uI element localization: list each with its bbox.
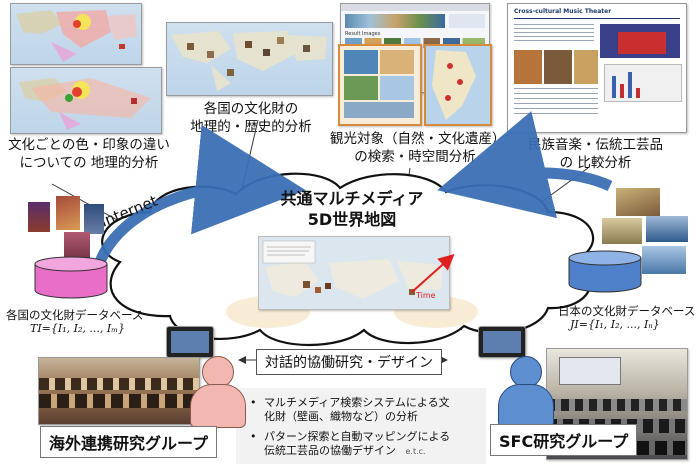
music-theater-title: Cross-cultural Music Theater <box>514 8 612 15</box>
artifact-photo-8 <box>642 246 686 274</box>
bullet-line: マルチメディア検索システムによる文 <box>264 396 450 409</box>
tourism-photo-panel <box>338 44 422 126</box>
world-map-figure <box>171 31 327 91</box>
caption-line: 文化ごとの色・印象の違い <box>8 137 170 153</box>
map-title: 共通マルチメディア 5D世界地図 <box>262 188 442 230</box>
sfc-group-label: SFC研究グループ <box>490 424 638 456</box>
overseas-group-label: 海外連携研究グループ <box>40 426 218 458</box>
bullet-line: 化財（壁画、織物など）の分析 <box>264 410 418 423</box>
db-right-formula: JI={I₁, I₂, ..., Iₙ} <box>570 318 660 331</box>
music-caption: 民族音楽・伝統工芸品 の 比較分析 <box>508 136 683 172</box>
db-left-formula: TI={I₁, I₂, ..., Iₘ} <box>30 322 125 335</box>
sfc-tablet-photo <box>478 326 526 358</box>
internet-arrow <box>94 124 306 265</box>
result-images-header: Result Images <box>345 31 381 37</box>
database-cylinder-right <box>568 250 642 293</box>
overseas-person-icon-head <box>202 356 234 388</box>
bullet-2: • パターン探索と自動マッピングによる 伝統工芸品の協働デザイン e.t.c. <box>250 430 450 459</box>
artifact-photo-5 <box>616 188 660 216</box>
artifact-photo-1 <box>28 202 50 232</box>
bullet-1: • マルチメディア検索システムによる文 化財（壁画、織物など）の分析 <box>250 396 450 424</box>
caption-line: についての 地理的分析 <box>19 155 159 171</box>
caption-line: の 比較分析 <box>559 155 632 171</box>
overseas-group-photo <box>38 357 200 425</box>
collab-title: 対話的協働研究・デザイン <box>256 349 442 375</box>
world-map-figure <box>19 78 151 130</box>
world-map-figure <box>16 10 137 62</box>
database-cylinder-left <box>34 256 108 299</box>
overseas-person-icon-body <box>190 384 246 428</box>
right-arrow <box>437 111 613 219</box>
sfc-person-icon-head <box>510 356 542 388</box>
bullet-mark: • <box>250 430 257 443</box>
bullet-text: 伝統工芸品の協働デザイン <box>264 444 396 457</box>
db-left-label: 各国の文化財データベース <box>6 308 144 322</box>
sfc-person-icon-body <box>498 384 554 428</box>
bullet-line: 伝統工芸品の協働デザイン e.t.c. <box>250 444 450 459</box>
collab-bullets <box>236 388 486 464</box>
overseas-tablet-photo <box>166 326 214 358</box>
db-right-label: 日本の文化財データベース <box>558 304 696 318</box>
etc-label: e.t.c. <box>405 447 426 456</box>
bullet-mark: • <box>250 396 257 409</box>
color-map-thumbnail-1 <box>10 3 142 65</box>
bullet-line: パターン探索と自動マッピングによる <box>264 430 451 443</box>
caption-line: 民族音楽・伝統工芸品 <box>528 137 663 153</box>
color-impression-caption: 文化ごとの色・印象の違い についての 地理的分析 <box>8 136 170 172</box>
map-title-line-2: 5D世界地図 <box>307 210 397 229</box>
artifact-photo-2 <box>56 196 80 230</box>
caption-line: 各国の文化財の <box>203 101 299 117</box>
time-arrow <box>411 253 455 293</box>
time-label: Time <box>416 291 436 300</box>
artifact-photo-3 <box>84 204 104 234</box>
regional-map-figure <box>426 46 490 124</box>
color-map-thumbnail-2 <box>10 67 162 134</box>
world-map-figure <box>259 237 449 309</box>
map-title-line-1: 共通マルチメディア <box>280 189 424 208</box>
artifact-photo-6 <box>646 216 688 242</box>
world-map-5d-screenshot <box>258 236 450 310</box>
heritage-map-thumbnail <box>166 22 333 96</box>
artifact-photo-7 <box>602 218 642 244</box>
